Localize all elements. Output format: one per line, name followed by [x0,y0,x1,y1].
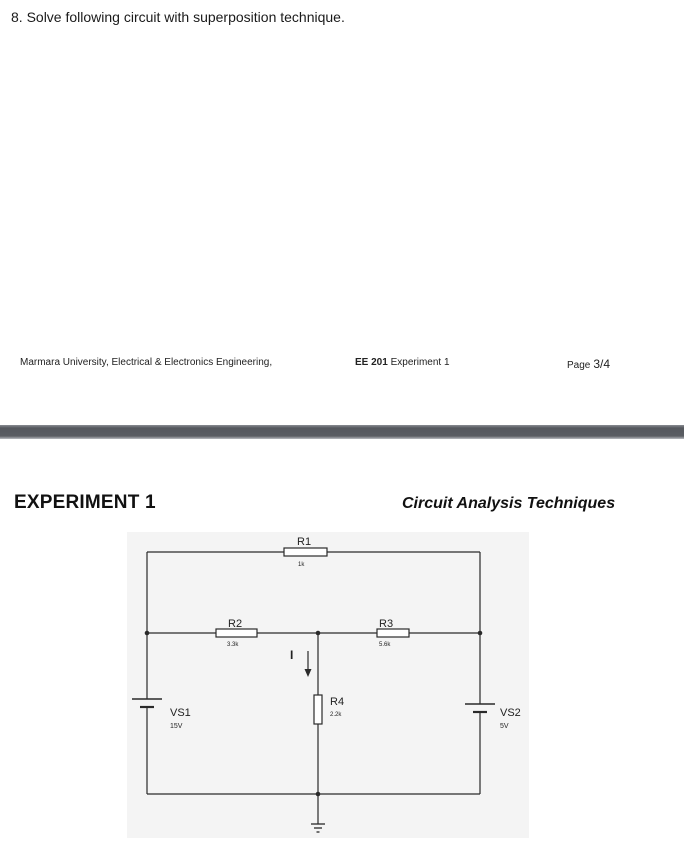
r1-value: 1k [298,562,305,568]
resistor-r3 [376,628,410,638]
footer-course-code: EE 201 [355,357,388,368]
vs2-label: VS2 [500,707,521,719]
footer-course: EE 201 Experiment 1 [355,357,450,368]
junction-left [144,630,150,636]
ground-icon [311,823,325,833]
vs2-value: 5V [500,723,509,730]
experiment-subtitle: Circuit Analysis Techniques [402,495,616,512]
r2-value: 3.3k [227,642,239,648]
r4-value: 2.2k [330,712,342,718]
footer-page-label: Page [567,360,591,371]
current-arrow-icon [304,669,312,677]
r4-label: R4 [330,696,344,708]
r3-value: 5.6k [379,642,391,648]
current-label: I [290,648,293,662]
r2-label: R2 [228,618,242,630]
vs1-value: 15V [170,723,183,730]
page-separator [0,425,684,439]
resistor-r1 [283,547,328,557]
junction-center [315,630,321,636]
resistor-r2 [215,628,258,638]
vs1-label: VS1 [170,707,191,719]
junction-right [477,630,483,636]
experiment-title: EXPERIMENT 1 [14,492,156,513]
question-text: 8. Solve following circuit with superpos… [11,9,345,25]
resistor-r4 [313,694,323,725]
footer-page-number: 3/4 [593,357,611,371]
r3-label: R3 [379,618,393,630]
r1-label: R1 [297,536,311,548]
circuit-schematic: R1 1k R2 3.3k R3 5.6k R4 2.2k VS1 15V VS… [132,536,521,833]
footer-experiment: Experiment 1 [390,357,450,368]
circuit-diagram: R1 1k R2 3.3k R3 5.6k R4 2.2k VS1 15V VS… [127,532,529,838]
footer-institution: Marmara University, Electrical & Electro… [20,357,273,368]
